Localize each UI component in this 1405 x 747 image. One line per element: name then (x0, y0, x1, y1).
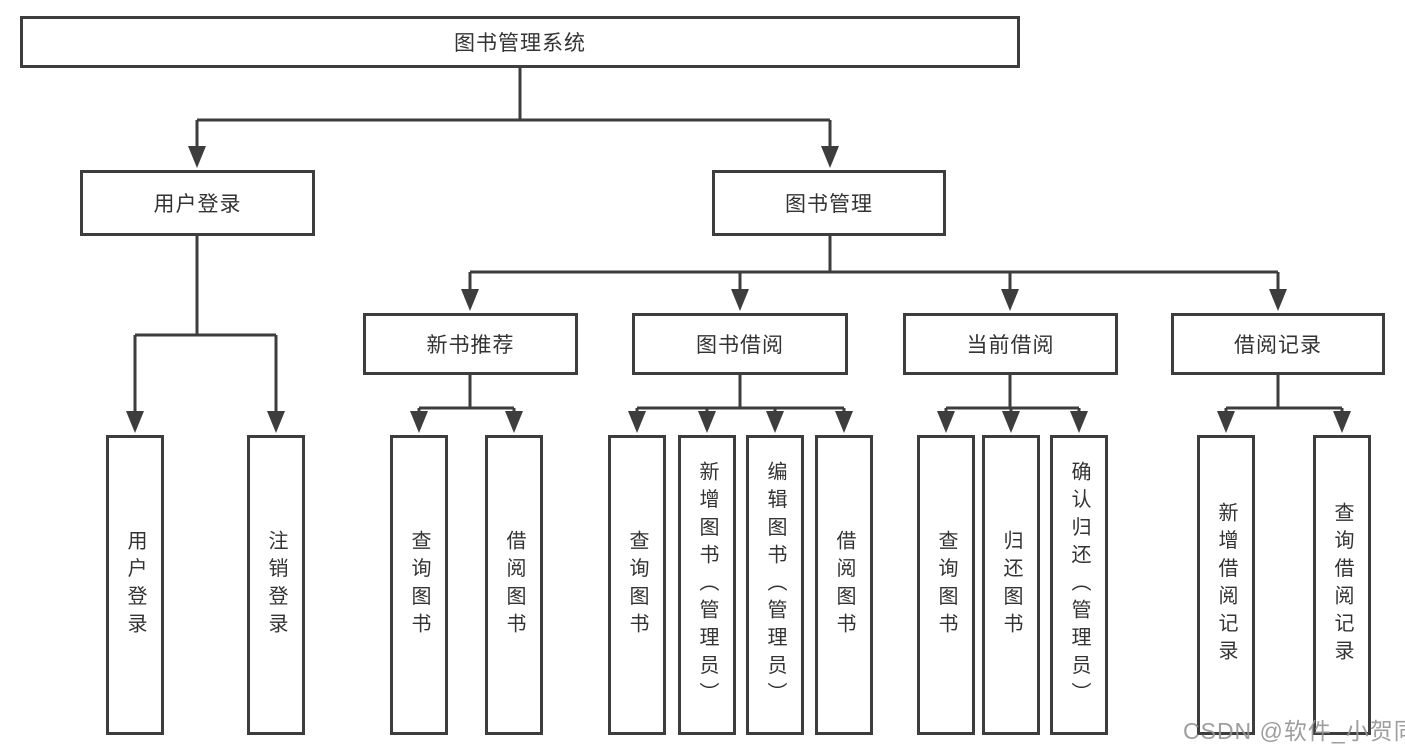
leaf-add-books-admin: 新增图书（管理员） (678, 435, 736, 735)
node-library-management-system: 图书管理系统 (20, 16, 1020, 68)
leaf-borrow-books-borrowing: 借阅图书 (815, 435, 873, 735)
arrowheads (126, 146, 1351, 433)
node-borrowing-records: 借阅记录 (1171, 313, 1385, 375)
leaf-add-borrow-record: 新增借阅记录 (1197, 435, 1255, 735)
node-user-login: 用户登录 (80, 170, 315, 236)
leaf-logout: 注销登录 (247, 435, 305, 735)
leaf-return-books: 归还图书 (982, 435, 1040, 735)
leaf-confirm-return-admin: 确认归还（管理员） (1050, 435, 1108, 735)
leaf-query-books-borrowing: 查询图书 (608, 435, 666, 735)
leaf-edit-books-admin: 编辑图书（管理员） (746, 435, 804, 735)
leaf-user-login: 用户登录 (106, 435, 164, 735)
node-book-management: 图书管理 (712, 170, 946, 236)
node-book-borrowing: 图书借阅 (632, 313, 848, 375)
leaf-query-books-current: 查询图书 (917, 435, 975, 735)
csdn-watermark: CSDN @软件_小贺同学 (1183, 718, 1405, 744)
leaf-borrow-books-recommend: 借阅图书 (485, 435, 543, 735)
leaf-query-books-recommend: 查询图书 (390, 435, 448, 735)
node-new-book-recommendation: 新书推荐 (363, 313, 578, 375)
leaf-query-borrow-record: 查询借阅记录 (1313, 435, 1371, 735)
node-current-borrowing: 当前借阅 (903, 313, 1118, 375)
